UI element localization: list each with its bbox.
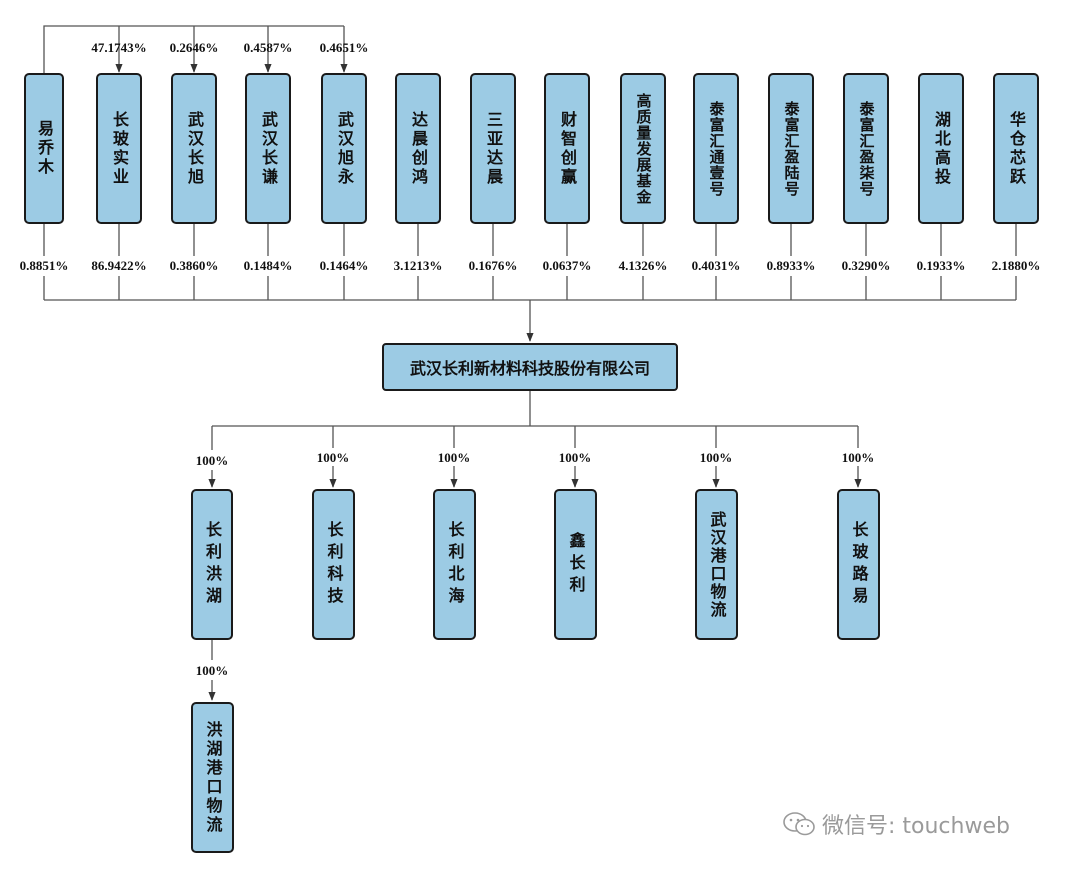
subsidiary-box: 长利洪湖 [191, 489, 233, 640]
subsidiary-box: 长利科技 [312, 489, 355, 640]
shareholder-box: 湖北高投 [918, 73, 964, 224]
subsidiary-name: 长玻路易 [849, 520, 869, 609]
sub-subsidiary-pct: 100% [195, 663, 229, 678]
founder-link-pct: 0.4651% [319, 40, 369, 55]
shareholder-name: 长玻实业 [110, 110, 129, 187]
shareholder-box: 财智创赢 [544, 73, 590, 224]
shareholder-box: 三亚达晨 [470, 73, 516, 224]
subsidiary-pct: 100% [558, 450, 592, 465]
sub-subsidiary-box: 洪湖港口物流 [191, 702, 234, 853]
shareholder-pct: 0.4031% [691, 258, 741, 273]
subsidiary-name: 长利洪湖 [203, 520, 222, 609]
shareholder-name: 华仓芯跃 [1007, 110, 1026, 187]
watermark-text: 微信号: touchweb [822, 814, 1010, 839]
subsidiary-box: 武汉港口物流 [695, 489, 738, 640]
shareholder-box: 武汉旭永 [321, 73, 367, 224]
sub-subsidiary-name: 洪湖港口物流 [203, 720, 223, 835]
shareholder-box: 达晨创鸿 [395, 73, 441, 224]
shareholder-name: 高质量发展基金 [634, 92, 653, 205]
shareholder-box: 长玻实业 [96, 73, 142, 224]
company-name: 武汉长利新材料科技股份有限公司 [409, 359, 650, 378]
shareholder-pct: 86.9422% [91, 258, 147, 273]
subsidiary-name: 长利科技 [324, 520, 344, 609]
shareholder-name: 三亚达晨 [484, 110, 503, 187]
shareholder-name: 武汉长谦 [259, 110, 278, 187]
subsidiary-name: 鑫长利 [566, 531, 586, 598]
shareholder-pct: 0.1464% [319, 258, 369, 273]
shareholder-name: 泰富汇盈柒号 [857, 100, 876, 197]
shareholder-pct: 0.1933% [916, 258, 966, 273]
shareholder-pct: 3.1213% [393, 258, 443, 273]
wechat-watermark: 微信号: touchweb [782, 808, 1010, 840]
shareholder-box: 武汉长谦 [245, 73, 291, 224]
wechat-icon [783, 812, 815, 836]
subsidiary-pct: 100% [316, 450, 350, 465]
shareholder-box: 武汉长旭 [171, 73, 217, 224]
shareholder-pct: 0.8933% [766, 258, 816, 273]
shareholder-name: 湖北高投 [932, 110, 951, 187]
shareholder-name: 易乔木 [35, 120, 54, 177]
shareholder-name: 达晨创鸿 [409, 110, 428, 187]
subsidiary-box: 鑫长利 [554, 489, 597, 640]
shareholder-box: 华仓芯跃 [993, 73, 1039, 224]
shareholder-box: 易乔木 [24, 73, 64, 224]
shareholder-box: 泰富汇通壹号 [693, 73, 739, 224]
shareholder-pct: 0.1484% [243, 258, 293, 273]
subsidiary-box: 长利北海 [433, 489, 476, 640]
shareholder-pct: 4.1326% [618, 258, 668, 273]
founder-link-pct: 0.4587% [243, 40, 293, 55]
subsidiary-pct: 100% [699, 450, 733, 465]
subsidiary-box: 长玻路易 [837, 489, 880, 640]
shareholder-name: 泰富汇盈陆号 [782, 100, 801, 197]
shareholder-pct: 0.1676% [468, 258, 518, 273]
subsidiary-pct: 100% [195, 453, 229, 468]
shareholder-pct: 0.0637% [542, 258, 592, 273]
founder-link-line [43, 25, 344, 73]
shareholder-box: 高质量发展基金 [620, 73, 666, 224]
shareholder-box: 泰富汇盈柒号 [843, 73, 889, 224]
subsidiary-pct: 100% [437, 450, 471, 465]
shareholder-name: 武汉长旭 [185, 110, 204, 187]
founder-link-pct: 0.2646% [169, 40, 219, 55]
shareholder-box: 泰富汇盈陆号 [768, 73, 814, 224]
founder-link-pct: 47.1743% [91, 40, 147, 55]
shareholder-name: 泰富汇通壹号 [707, 100, 726, 197]
shareholder-pct: 0.3290% [841, 258, 891, 273]
shareholder-name: 武汉旭永 [335, 110, 354, 187]
shareholder-name: 财智创赢 [558, 110, 577, 187]
subsidiary-name: 武汉港口物流 [707, 510, 727, 619]
shareholder-pct: 0.3860% [169, 258, 219, 273]
shareholder-pct: 2.1880% [991, 258, 1041, 273]
shareholder-pct: 0.8851% [19, 258, 69, 273]
subsidiary-name: 长利北海 [445, 520, 465, 609]
subsidiary-pct: 100% [841, 450, 875, 465]
company-box: 武汉长利新材料科技股份有限公司 [382, 343, 678, 391]
